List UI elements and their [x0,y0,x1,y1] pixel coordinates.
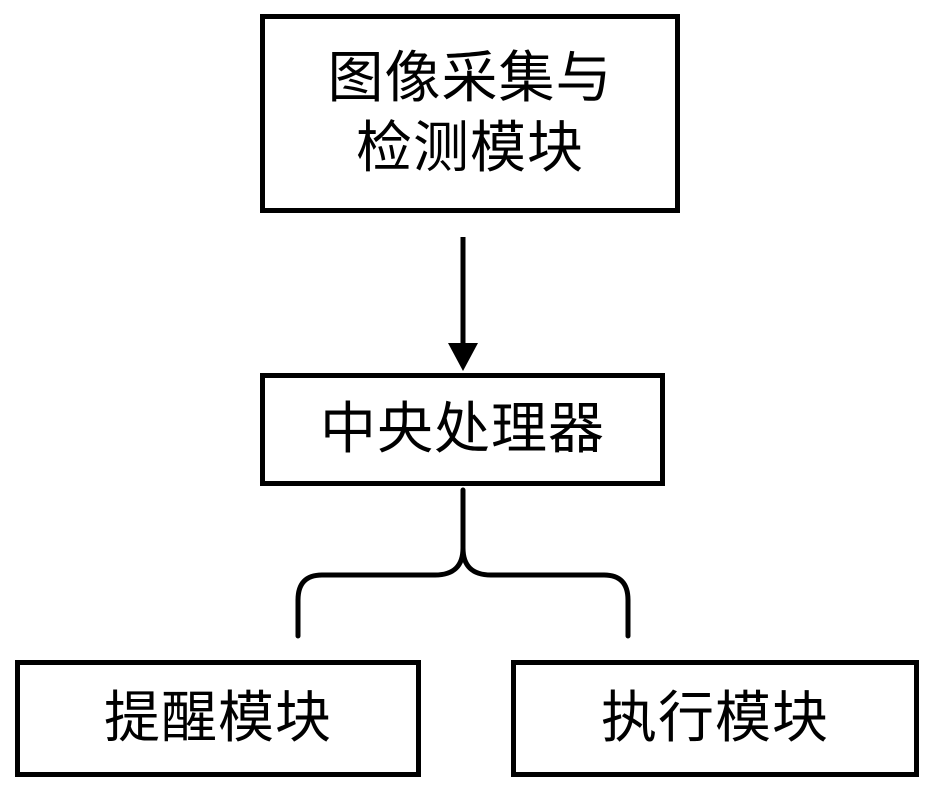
node-execution-module-label: 执行模块 [601,685,829,751]
arrow-acq-to-cpu-head [448,343,478,371]
node-execution-module: 执行模块 [511,660,919,777]
node-central-processor-label: 中央处理器 [320,396,605,462]
brace-cpu-to-modules [295,487,631,639]
node-alert-module: 提醒模块 [15,660,421,777]
node-image-acquisition-line2: 检测模块 [356,115,584,181]
node-image-acquisition-detection: 图像采集与 检测模块 [260,14,680,213]
node-image-acquisition-label: 图像采集与 检测模块 [328,44,613,184]
node-image-acquisition-line1: 图像采集与 [327,45,613,111]
node-alert-module-label: 提醒模块 [104,685,332,751]
node-central-processor: 中央处理器 [260,373,665,486]
